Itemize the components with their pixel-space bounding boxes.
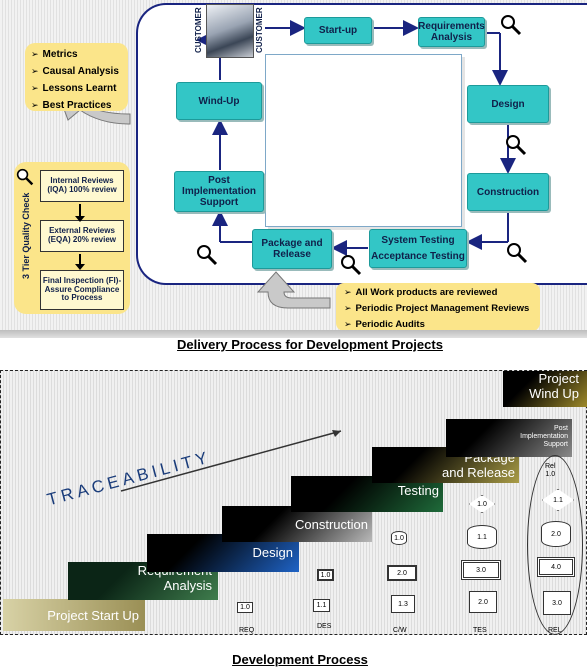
step-label: Support: [543, 441, 568, 449]
outputs-panel: Metrics Causal Analysis Lessons Learnt B…: [25, 43, 128, 111]
external-review-box: External Reviews (EQA) 20% review: [40, 220, 124, 252]
review-arrows: [75, 204, 85, 270]
step-label: Post: [553, 425, 568, 432]
step-label: Implementation: [520, 433, 568, 441]
release-ellipse: [527, 455, 583, 635]
version-box: 3.0: [543, 591, 571, 615]
box-wind-up[interactable]: Wind-Up: [176, 82, 262, 120]
step-construction[interactable]: Construction: [222, 506, 372, 542]
step-project-start-up[interactable]: Project Start Up: [3, 599, 145, 631]
customer-label-right: CUSTOMER: [255, 7, 264, 53]
magnifier-icon: [341, 255, 362, 276]
step-label: Testing: [397, 483, 439, 498]
practice-item: Periodic Project Management Reviews: [344, 300, 540, 316]
output-item: Best Practices: [31, 97, 128, 114]
column-label: DES: [317, 623, 332, 630]
magnifier-icon: [16, 168, 34, 186]
step-label: Design: [252, 545, 293, 560]
column-label: TES: [473, 627, 487, 634]
step-label: Construction: [295, 517, 368, 532]
version-box: 1.3: [391, 595, 415, 613]
quality-check-label: 3 Tier Quality Check: [21, 192, 31, 280]
box-requirements-analysis[interactable]: Requirements Analysis: [418, 17, 485, 47]
version-cylinder: 1.0: [391, 531, 407, 545]
magnifier-icon: [506, 135, 527, 156]
review-practices-panel: All Work products are reviewed Periodic …: [336, 283, 540, 331]
center-panel: [265, 54, 462, 227]
review-practices-list: All Work products are reviewed Periodic …: [344, 284, 540, 332]
internal-review-box: Internal Reviews (IQA) 100% review: [40, 170, 124, 202]
outputs-list: Metrics Causal Analysis Lessons Learnt B…: [31, 46, 128, 114]
delivery-process-diagram: CUSTOMER CUSTOMER Start-up Requirements …: [0, 0, 587, 338]
customer-photo: [206, 4, 254, 58]
development-process-diagram: TRACEABILITY Project Start Up Requiremen…: [0, 370, 587, 635]
output-item: Metrics: [31, 46, 128, 63]
step-label: Analysis: [163, 577, 212, 593]
window-scrollbar: [0, 330, 587, 338]
release-title: Rel: [545, 463, 556, 470]
step-label: Project Start Up: [47, 608, 139, 623]
system-testing-label: System Testing: [381, 235, 455, 246]
box-startup[interactable]: Start-up: [304, 17, 372, 44]
magnifier-icon: [501, 15, 522, 36]
traceability-arrow: [120, 430, 342, 492]
version-box: 4.0: [537, 557, 575, 577]
acceptance-testing-label: Acceptance Testing: [371, 251, 465, 262]
version-box: 3.0: [461, 560, 501, 580]
release-version: 1.0: [545, 470, 556, 478]
practice-item: Periodic Audits: [344, 316, 540, 332]
customer-label-left: CUSTOMER: [194, 7, 203, 53]
output-item: Lessons Learnt: [31, 80, 128, 97]
final-inspection-box: Final Inspection (FI)- Assure Compliance…: [40, 270, 124, 310]
version-box: 2.0: [387, 565, 417, 581]
step-label: and Release: [442, 464, 515, 480]
practice-item: All Work products are reviewed: [344, 284, 540, 300]
column-label: C/W: [393, 627, 407, 634]
column-label: REL: [548, 627, 562, 634]
box-testing[interactable]: System Testing Acceptance Testing: [369, 229, 467, 268]
box-package-release[interactable]: Package and Release: [252, 229, 332, 269]
version-box: 1.1: [313, 599, 330, 612]
step-label: Wind Up: [529, 385, 579, 401]
version-box: 1.0: [317, 569, 334, 581]
box-design[interactable]: Design: [467, 85, 549, 123]
bottom-caption: Development Process: [232, 652, 368, 667]
version-diamond: 1.1: [542, 489, 574, 511]
box-post-implementation[interactable]: Post Implementation Support: [174, 171, 264, 212]
box-construction[interactable]: Construction: [467, 173, 549, 211]
magnifier-icon: [507, 243, 528, 264]
version-box: 2.0: [469, 591, 497, 613]
version-box: 1.0: [237, 602, 253, 613]
magnifier-icon: [197, 245, 218, 266]
version-cylinder: 1.1: [467, 525, 497, 549]
version-cylinder: 2.0: [541, 521, 571, 547]
column-label: REQ: [239, 627, 255, 634]
step-label: Project: [538, 371, 579, 386]
output-item: Causal Analysis: [31, 63, 128, 80]
top-caption: Delivery Process for Development Project…: [177, 337, 443, 352]
version-diamond: 1.0: [469, 495, 495, 513]
